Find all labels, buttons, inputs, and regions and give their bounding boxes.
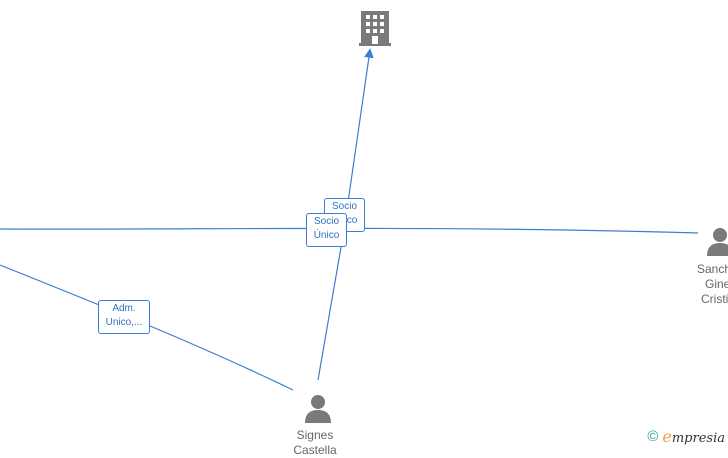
edge-label-adm-unico[interactable]: Adm. Unico,... — [98, 300, 150, 334]
person-name-label[interactable]: Sanch Gine Cristi — [697, 262, 728, 307]
person-name-label[interactable]: Signes Castella — [280, 428, 350, 458]
brand-logo: empresia — [662, 427, 725, 446]
edge-label-socio-unico[interactable]: Socio Único — [306, 213, 347, 247]
name-line: Cristi — [701, 292, 728, 306]
person-icon[interactable] — [305, 395, 331, 423]
edge-label-line: Socio — [331, 201, 357, 212]
edge-label-line: Adm. — [112, 303, 136, 314]
person-icon[interactable] — [707, 228, 728, 256]
name-line: Signes — [296, 428, 334, 442]
edge-label-line: Socio — [313, 216, 339, 227]
building-icon[interactable] — [359, 11, 391, 46]
name-line: Sanch — [697, 262, 728, 276]
copyright-icon: © — [647, 428, 659, 445]
edge-label-line: Único — [313, 230, 340, 241]
name-line: Gine — [705, 277, 728, 291]
empresia-watermark: © empresia — [647, 427, 725, 446]
edge-label-line: Unico,... — [105, 317, 143, 328]
name-line: Castella — [293, 443, 337, 457]
